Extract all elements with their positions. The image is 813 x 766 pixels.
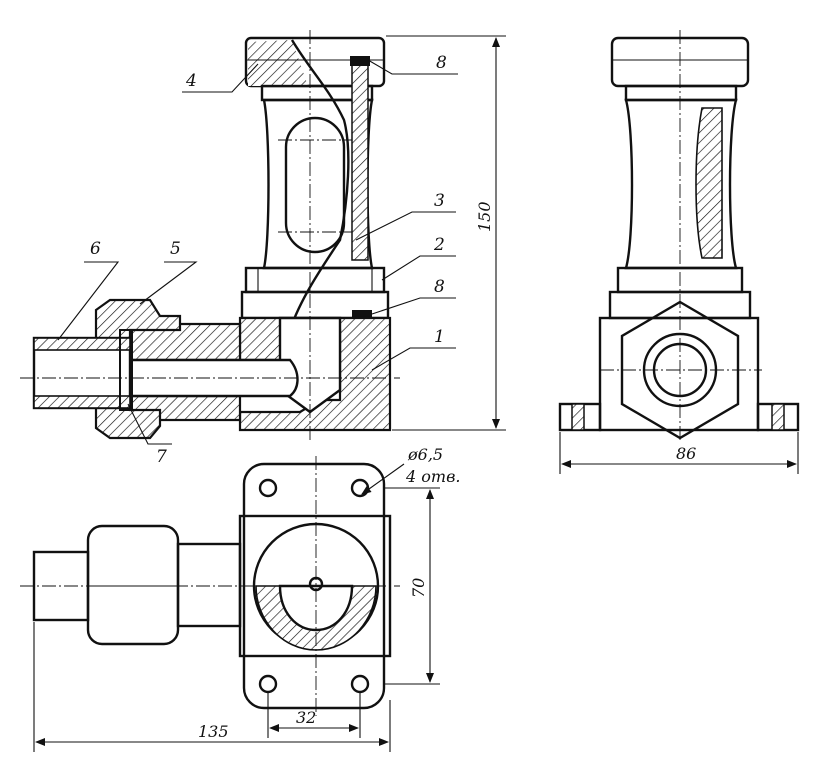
front-view	[20, 30, 400, 440]
dimension-70: 70	[409, 578, 428, 598]
height-dimension: 150	[386, 35, 506, 431]
dimension-135: 135	[198, 722, 229, 741]
part-label-2: 2	[433, 235, 445, 255]
hole-count-label: 4 отв.	[405, 467, 460, 486]
part-label-1: 1	[434, 327, 445, 347]
part-callouts: 4 8 3 2 8 1 6 5 7	[57, 53, 458, 467]
part-label-5: 5	[170, 239, 181, 259]
width-dimension: 86	[559, 432, 799, 474]
dimension-150: 150	[475, 201, 494, 232]
part-label-4: 4	[185, 71, 197, 91]
part-label-7: 7	[156, 447, 167, 467]
part-label-8-bottom: 8	[434, 277, 445, 297]
side-view	[558, 30, 800, 440]
part-label-6: 6	[90, 239, 101, 259]
hole-diameter-label: ø6,5	[407, 445, 443, 464]
part-label-3: 3	[434, 191, 445, 211]
plan-dimensions: 70 32 135 ø6,5 4 отв.	[33, 445, 460, 752]
plan-view	[20, 456, 400, 716]
dimension-32: 32	[296, 708, 316, 727]
sight-window	[284, 116, 346, 254]
part-label-8-top: 8	[436, 53, 447, 73]
dimension-86: 86	[676, 444, 696, 463]
